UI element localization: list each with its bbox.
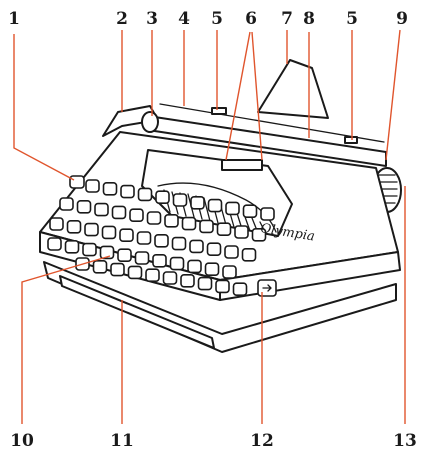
key-r2-c5 bbox=[138, 232, 151, 244]
key-r2-c3 bbox=[103, 226, 116, 238]
leader-1 bbox=[14, 34, 74, 180]
key-r0-c7 bbox=[209, 200, 222, 212]
key-r3-c1 bbox=[66, 241, 79, 253]
key-r0-c3 bbox=[139, 188, 152, 200]
typewriter-illustration: Olympia bbox=[40, 60, 401, 352]
key-r2-c4 bbox=[120, 229, 133, 241]
key-r1-c7 bbox=[183, 218, 196, 230]
key-r0-c6 bbox=[191, 197, 204, 209]
key-r3-c9 bbox=[206, 263, 219, 275]
key-r3-c10 bbox=[223, 266, 236, 278]
key-r4-c9 bbox=[234, 283, 247, 295]
key-r3-c5 bbox=[136, 252, 149, 264]
key-r4-c3 bbox=[129, 266, 142, 278]
callout-9: 9 bbox=[396, 9, 408, 29]
callout-11: 11 bbox=[110, 431, 134, 451]
callout-10: 10 bbox=[10, 431, 34, 451]
key-r3-c0 bbox=[48, 238, 61, 250]
key-r4-c6 bbox=[181, 275, 194, 287]
key-r4-c1 bbox=[94, 261, 107, 273]
callout-12: 12 bbox=[250, 431, 274, 451]
key-r1-c2 bbox=[95, 204, 108, 216]
callout-1: 1 bbox=[8, 9, 20, 29]
callout-13: 13 bbox=[393, 431, 417, 451]
key-r4-c5 bbox=[164, 272, 177, 284]
key-r1-c0 bbox=[60, 198, 73, 210]
callout-4: 4 bbox=[178, 9, 190, 29]
key-r2-c0 bbox=[50, 218, 63, 230]
callout-8: 8 bbox=[303, 9, 315, 29]
key-r2-c11 bbox=[243, 249, 256, 261]
key-r2-c1 bbox=[68, 221, 81, 233]
callout-5a: 5 bbox=[211, 9, 223, 29]
key-r3-c4 bbox=[118, 249, 131, 261]
key-r3-c7 bbox=[171, 258, 184, 270]
key-r1-c8 bbox=[200, 220, 213, 232]
key-r1-c9 bbox=[218, 223, 231, 235]
key-r0-c8 bbox=[226, 202, 239, 214]
ribbon-guide bbox=[222, 160, 262, 170]
key-r3-c6 bbox=[153, 255, 166, 267]
key-r0-c1 bbox=[104, 183, 117, 195]
paper-support bbox=[258, 60, 328, 118]
key-r0-c5 bbox=[174, 194, 187, 206]
callout-3: 3 bbox=[146, 9, 158, 29]
bail-roller-left bbox=[212, 108, 226, 114]
key-r1-c4 bbox=[130, 209, 143, 221]
callout-5b: 5 bbox=[346, 9, 358, 29]
key-r2-c9 bbox=[208, 243, 221, 255]
key-r2-c6 bbox=[155, 235, 168, 247]
key-r4-c2 bbox=[111, 264, 124, 276]
key-r0-c0 bbox=[86, 180, 99, 192]
key-r4-c8 bbox=[216, 280, 229, 292]
key-r1-c5 bbox=[148, 212, 161, 224]
shift-lock-key bbox=[70, 176, 84, 188]
callout-2: 2 bbox=[116, 9, 128, 29]
callout-7: 7 bbox=[281, 9, 293, 29]
key-r4-c7 bbox=[199, 278, 212, 290]
key-r2-c2 bbox=[85, 224, 98, 236]
key-r0-c4 bbox=[156, 191, 169, 203]
callout-6: 6 bbox=[245, 9, 257, 29]
left-knob bbox=[142, 112, 158, 132]
key-r1-c1 bbox=[78, 201, 91, 213]
key-r0-c9 bbox=[244, 205, 257, 217]
key-r2-c7 bbox=[173, 238, 186, 250]
key-r0-c2 bbox=[121, 186, 134, 198]
key-r0-c10 bbox=[261, 208, 274, 220]
key-r2-c8 bbox=[190, 240, 203, 252]
leader-9 bbox=[386, 30, 400, 160]
key-r1-c10 bbox=[235, 226, 248, 238]
key-r1-c3 bbox=[113, 206, 126, 218]
key-r2-c10 bbox=[225, 246, 238, 258]
key-r3-c2 bbox=[83, 244, 96, 256]
bail-roller-right bbox=[345, 137, 357, 143]
key-r3-c8 bbox=[188, 260, 201, 272]
key-r4-c4 bbox=[146, 269, 159, 281]
key-r1-c6 bbox=[165, 215, 178, 227]
